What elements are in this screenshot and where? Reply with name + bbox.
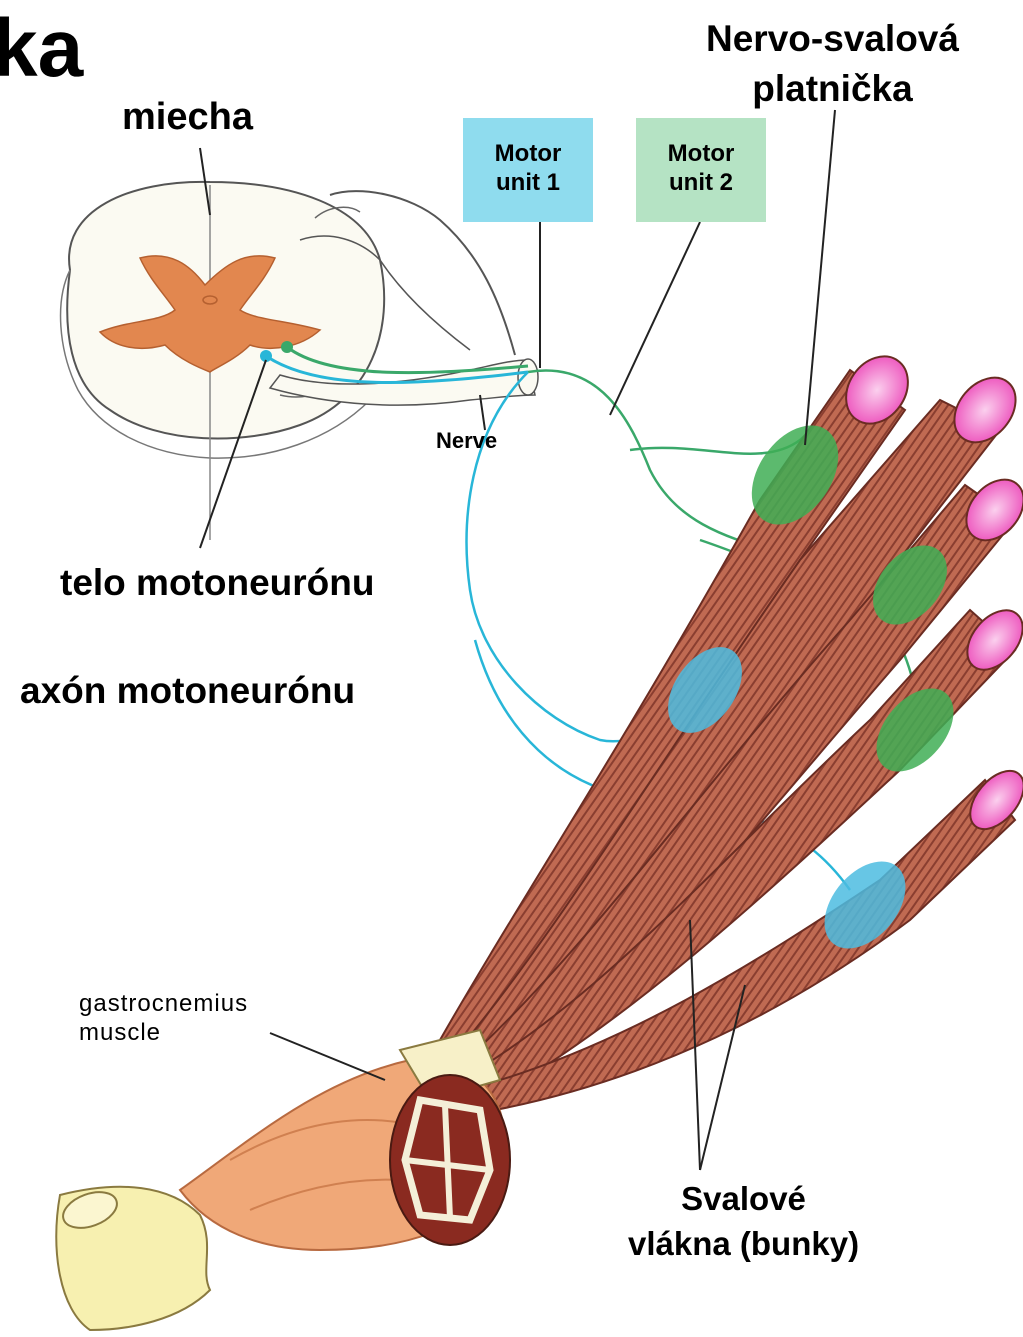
muscle-fibers-label-line1: Svalové	[628, 1177, 859, 1222]
muscle-label-line1: gastrocnemius	[79, 990, 248, 1019]
cell-body-label: telo motoneurónu	[60, 562, 374, 604]
endplate-label-line1: Nervo-svalová	[706, 14, 959, 64]
muscle-fibers-label: Svalové vlákna (bunky)	[628, 1177, 859, 1266]
endplate-label-line2: platnička	[706, 64, 959, 114]
motor-unit-2-box: Motor unit 2	[636, 118, 766, 222]
gastrocnemius-muscle	[56, 1030, 510, 1330]
muscle-label-line2: muscle	[79, 1019, 248, 1048]
nerve-label: Nerve	[436, 428, 497, 454]
motor-unit-2-line2: unit 2	[636, 169, 766, 198]
endplate-label: Nervo-svalová platnička	[706, 14, 959, 114]
motor-unit-1-line2: unit 1	[463, 169, 593, 198]
axon-label: axón motoneurónu	[20, 670, 355, 712]
motor-unit-1-line1: Motor	[463, 140, 593, 169]
spinal-cord	[61, 182, 515, 540]
motor-unit-1-box: Motor unit 1	[463, 118, 593, 222]
motor-unit-2-line1: Motor	[636, 140, 766, 169]
spinal-cord-label: miecha	[122, 96, 253, 139]
muscle-fibers-label-line2: vlákna (bunky)	[628, 1222, 859, 1267]
title-fragment: ka	[0, 8, 83, 90]
muscle-label: gastrocnemius muscle	[79, 990, 248, 1048]
